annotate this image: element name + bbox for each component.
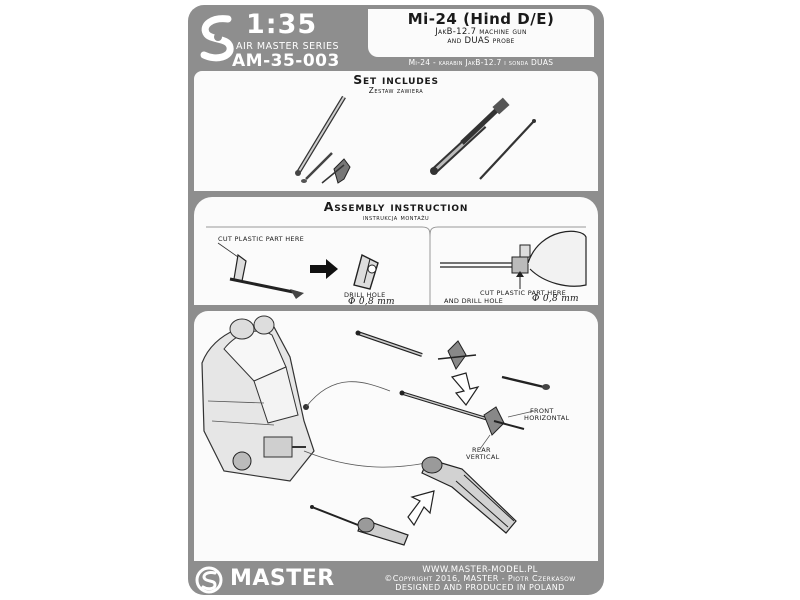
assembly-diagram-panel: front horizontal rear vertical	[194, 311, 598, 561]
cut-diagram-left	[217, 242, 304, 299]
cut-note-left: cut plastic part here	[218, 235, 305, 243]
diagram-vane	[437, 340, 477, 371]
assembly-subtitle: instrukcja montażu	[362, 213, 430, 222]
cut-note-right-1: cut plastic part here	[480, 289, 567, 297]
thin-rod-part	[479, 119, 536, 180]
set-includes-title: Set includes	[353, 72, 439, 87]
product-card: 1:35 AIR MASTER SERIES AM-35-003 Mi-24 (…	[188, 5, 604, 595]
diagram-barrel	[355, 330, 423, 357]
diagram-gun-lower	[310, 505, 409, 546]
label-vertical: vertical	[466, 453, 500, 461]
product-subtitle: Mi-24 - karabin JakB-12.7 i sonda DUAS	[408, 58, 554, 67]
product-title-line3: and DUAS probe	[447, 36, 515, 46]
parts-illustration	[295, 95, 536, 184]
assembly-panel: Assembly instruction instrukcja montażu	[194, 197, 598, 307]
footer-copyright: ©Copyright 2016, MASTER - Piotr Czerkaso…	[384, 574, 576, 583]
probe-vane-part	[321, 158, 351, 184]
label-rear: rear	[472, 446, 491, 454]
arrow-down-icon	[450, 372, 480, 407]
title-box: Mi-24 (Hind D/E) JakB-12.7 machine gun a…	[368, 9, 594, 57]
cut-diagram-result	[353, 253, 379, 290]
label-front: front	[530, 407, 554, 415]
footer-url: www.master-model.pl	[422, 565, 538, 575]
diagram-assembled-probe	[399, 390, 535, 450]
master-s-logo-icon	[200, 15, 234, 62]
brand-name: MASTER	[230, 566, 335, 591]
cut-note-right-2: and drill hole	[444, 297, 504, 305]
drill-size-left-value: Φ 0,8 mm	[348, 297, 395, 307]
cut-diagram-right	[440, 230, 587, 289]
helicopter-nose	[201, 315, 315, 482]
assembly-title: Assembly instruction	[323, 199, 469, 214]
product-code: AM-35-003	[232, 51, 340, 71]
drill-size-right-value: Φ 0,8 mm	[532, 294, 579, 304]
gun-lead-line	[303, 450, 427, 468]
footer-logo: MASTER	[195, 566, 346, 594]
drill-size-left: Φ 0,8 mm	[348, 297, 395, 307]
master-footer-s-icon	[195, 566, 223, 594]
panel-divider	[206, 226, 587, 305]
gun-part	[430, 97, 510, 175]
series-label: AIR MASTER SERIES	[236, 41, 340, 52]
footer-designed: designed and produced in Poland	[395, 583, 565, 592]
arrow-right-icon	[310, 259, 338, 279]
scale-label: 1:35	[246, 9, 318, 40]
drill-note-left: drill hole	[344, 291, 386, 299]
label-horizontal: horizontal	[524, 414, 570, 422]
diagram-probe-rod	[501, 375, 550, 390]
header-left: 1:35 AIR MASTER SERIES AM-35-003	[194, 9, 366, 71]
diagram-gun-assembled	[421, 456, 517, 534]
drill-size-right: Φ 0,8 mm	[532, 294, 579, 304]
product-title: Mi-24 (Hind D/E)	[407, 10, 555, 28]
probe-tube-part	[301, 152, 333, 183]
set-includes-panel: Set includes Zestaw zawiera	[194, 71, 598, 191]
helicopter-diagram	[201, 315, 550, 546]
set-includes-subtitle: Zestaw zawiera	[368, 86, 424, 95]
arrow-up-right-icon	[407, 490, 435, 527]
product-title-line2: JakB-12.7 machine gun	[435, 27, 527, 37]
probe-lead-line	[305, 381, 391, 408]
barrel-part	[295, 95, 346, 176]
